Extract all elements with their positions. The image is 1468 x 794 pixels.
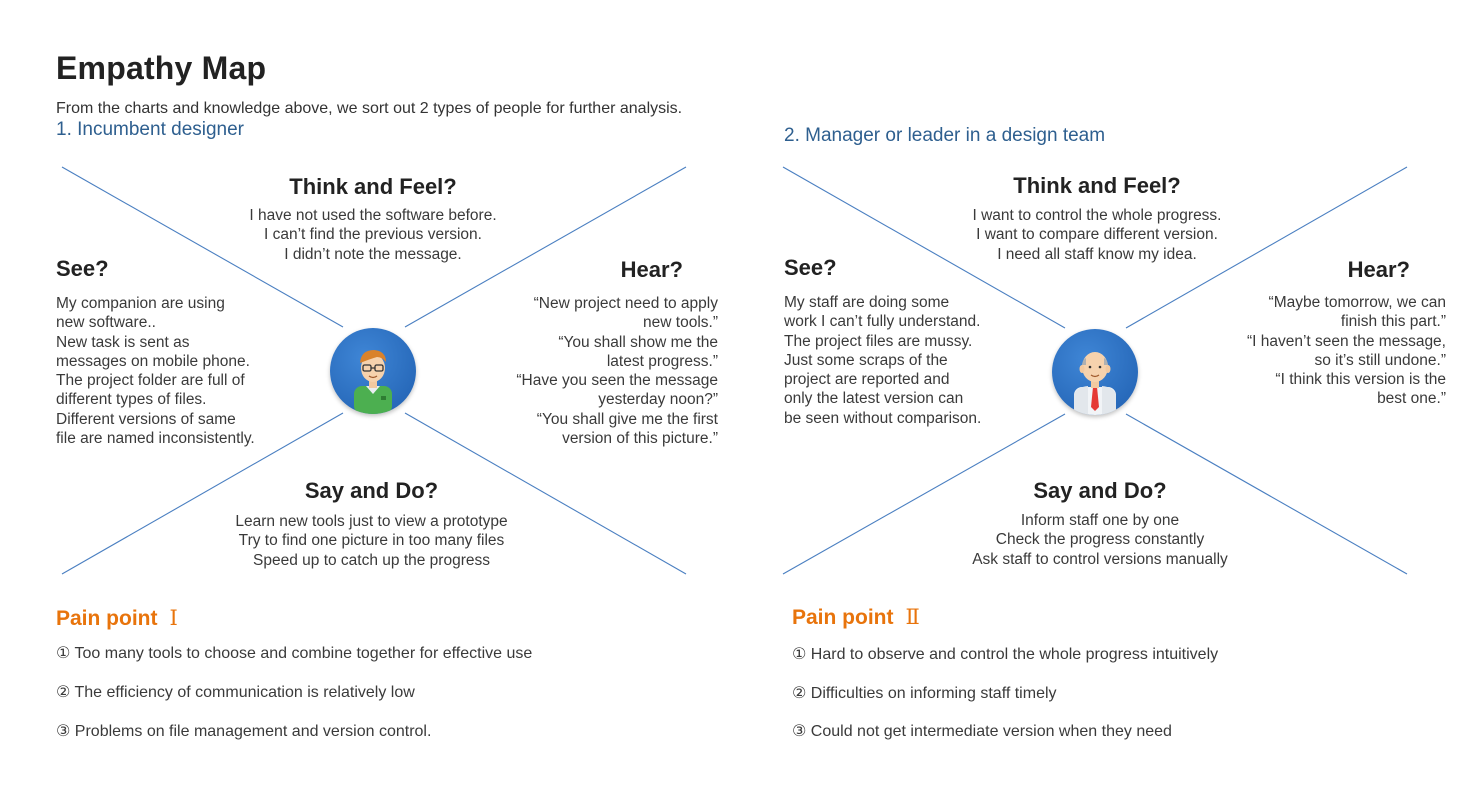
persona-2-see-heading: See? [784, 255, 837, 280]
persona-1-label: 1. Incumbent designer [56, 119, 245, 140]
persona-2-hear-heading: Hear? [1347, 257, 1410, 282]
persona-1-see-text: My companion are using new software.. Ne… [56, 295, 255, 448]
persona-1-think-feel-text: I have not used the software before. I c… [249, 207, 497, 263]
persona-1-see-heading: See? [56, 256, 109, 281]
pain-point-2-numeral: Ⅱ [905, 605, 920, 629]
persona-2-think-feel-text: I want to control the whole progress. I … [972, 207, 1222, 263]
pain-point-2-item-1: ① Hard to observe and control the whole … [792, 646, 1219, 663]
page-title: Empathy Map [56, 50, 267, 86]
map2-line-bl [782, 413, 1066, 575]
persona-2-say-do-heading: Say and Do? [1033, 478, 1167, 503]
pain-point-2-item-2: ② Difficulties on informing staff timely [792, 685, 1057, 702]
persona-1-hear-text: “New project need to apply new tools.” “… [516, 295, 718, 448]
young-designer-avatar-icon [354, 350, 392, 414]
persona-2-think-feel-heading: Think and Feel? [1013, 173, 1181, 198]
map1-line-br [404, 412, 687, 575]
persona-1-say-do-text: Learn new tools just to view a prototype… [235, 513, 508, 569]
persona-2-hear-text: “Maybe tomorrow, we can finish this part… [1246, 294, 1446, 408]
persona-2-label: 2. Manager or leader in a design team [784, 125, 1106, 146]
map2-line-tl [782, 166, 1066, 329]
pain-point-1-numeral: Ⅰ [169, 606, 178, 630]
map1-line-tr [404, 166, 687, 328]
map2-line-br [1125, 413, 1408, 575]
pain-point-2-label: Pain point [792, 606, 894, 629]
persona-2-see-text: My staff are doing some work I can’t ful… [784, 294, 982, 427]
map1-line-tl [61, 166, 344, 328]
pain-point-2-title: Pain point Ⅱ [792, 605, 920, 630]
pain-point-1-item-3: ③ Problems on file management and versio… [56, 723, 432, 740]
intro-text: From the charts and knowledge above, we … [56, 100, 683, 117]
pain-point-1-title: Pain point Ⅰ [56, 606, 178, 631]
pain-point-1-item-2: ② The efficiency of communication is rel… [56, 684, 415, 701]
pain-point-1-item-1: ① Too many tools to choose and combine t… [56, 645, 533, 662]
persona-1-hear-heading: Hear? [620, 257, 683, 282]
pain-point-2-item-3: ③ Could not get intermediate version whe… [792, 723, 1172, 740]
persona-1-say-do-heading: Say and Do? [304, 478, 439, 503]
map1-line-bl [61, 412, 344, 575]
persona-2-avatar [1052, 329, 1138, 415]
persona-1-avatar [330, 328, 416, 414]
map2-line-tr [1125, 166, 1408, 329]
pain-point-1-label: Pain point [56, 607, 158, 630]
manager-avatar-icon [1074, 352, 1116, 415]
persona-1-think-feel-heading: Think and Feel? [289, 174, 457, 199]
persona-2-say-do-text: Inform staff one by one Check the progre… [972, 512, 1228, 568]
